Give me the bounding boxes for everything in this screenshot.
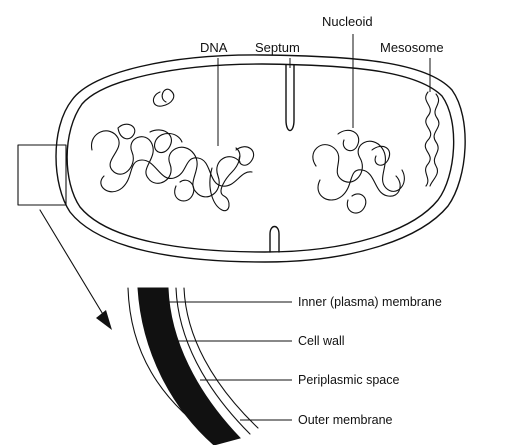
inner-membrane-label: Inner (plasma) membrane <box>298 295 442 309</box>
magnification-box <box>18 145 66 205</box>
dna-label: DNA <box>200 40 228 55</box>
outer-membrane-label: Outer membrane <box>298 413 393 427</box>
cell-wall-band <box>138 288 240 445</box>
cell-outer-boundary <box>56 55 465 262</box>
septum-top <box>286 65 294 131</box>
magnification-arrow <box>40 210 112 330</box>
periplasmic-space-label: Periplasmic space <box>298 373 399 387</box>
mesosome-fold <box>425 92 430 186</box>
cell-inner-boundary <box>67 64 454 252</box>
arrow-head <box>96 310 112 330</box>
septum-bottom <box>270 227 279 253</box>
mesosome-label: Mesosome <box>380 40 444 55</box>
nucleoid-label: Nucleoid <box>322 14 373 29</box>
nucleoid-left <box>92 124 254 210</box>
septum-label: Septum <box>255 40 300 55</box>
nucleoid-right <box>313 130 405 213</box>
envelope-cross-section <box>128 288 258 445</box>
cell-envelope <box>56 55 465 262</box>
septum-structure <box>270 65 294 252</box>
cell-wall-label: Cell wall <box>298 334 345 348</box>
dna-loop-top <box>153 89 173 106</box>
mesosome-structure <box>425 92 439 186</box>
mesosome-fold-2 <box>430 94 439 186</box>
